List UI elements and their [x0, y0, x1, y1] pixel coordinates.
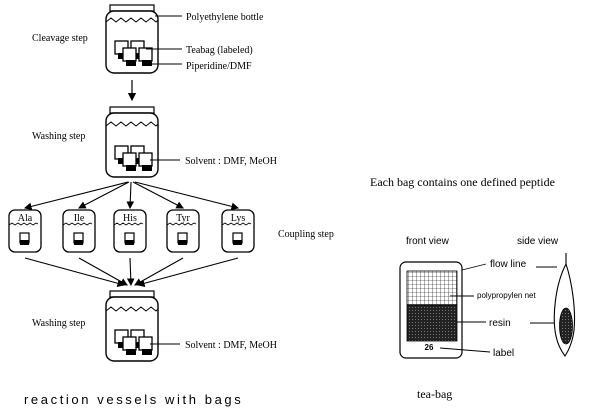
coupling-jar: [113, 209, 147, 253]
amino-acid-label: Ile: [74, 213, 85, 224]
teabag-icon: [114, 329, 153, 355]
teabag-icon: [114, 145, 153, 171]
washing-step-label: Washing step: [32, 318, 85, 329]
peptide-note: Each bag contains one defined peptide: [370, 175, 555, 189]
teabag-side-view: [553, 253, 576, 357]
reagent-callout: Piperidine/DMF: [186, 61, 252, 72]
amino-acid-label: Tyr: [176, 213, 190, 224]
teabag-icon: [114, 40, 153, 66]
teabag-front-view: 26: [399, 261, 463, 359]
bag-number-label: 26: [425, 343, 434, 352]
flow-line-label: flow line: [490, 259, 527, 270]
amino-acid-label: His: [123, 213, 137, 224]
cleavage-vessel: [105, 4, 182, 74]
coupling-jar: [8, 209, 42, 253]
amino-acid-label: Ala: [18, 213, 33, 224]
washing-vessel: [105, 106, 180, 178]
solvent-callout: Solvent : DMF, MeOH: [185, 156, 277, 167]
front-view-label: front view: [406, 236, 450, 247]
side-view-label: side view: [517, 236, 559, 247]
coupling-jar: [62, 209, 96, 253]
vessels-caption: reaction vessels with bags: [24, 392, 243, 407]
fan-in-arrows: [24, 257, 239, 287]
teabag-callout: Teabag (labeled): [186, 45, 253, 56]
washing-vessel: [105, 290, 180, 362]
coupling-jar: [221, 209, 255, 253]
net-label: polypropylen net: [477, 291, 536, 300]
teabag-callout-lines: [439, 263, 557, 353]
solvent-callout: Solvent : DMF, MeOH: [185, 340, 277, 351]
teabag-caption: tea-bag: [417, 387, 452, 401]
washing-step-label: Washing step: [32, 131, 85, 142]
coupling-jar: [166, 209, 200, 253]
resin-label: resin: [489, 318, 511, 329]
cleavage-step-label: Cleavage step: [32, 33, 88, 44]
label-label: label: [493, 348, 514, 359]
amino-acid-label: Lys: [231, 213, 246, 224]
fan-out-arrows: [23, 181, 240, 211]
coupling-step-label: Coupling step: [278, 229, 334, 240]
bottle-callout: Polyethylene bottle: [186, 12, 264, 23]
